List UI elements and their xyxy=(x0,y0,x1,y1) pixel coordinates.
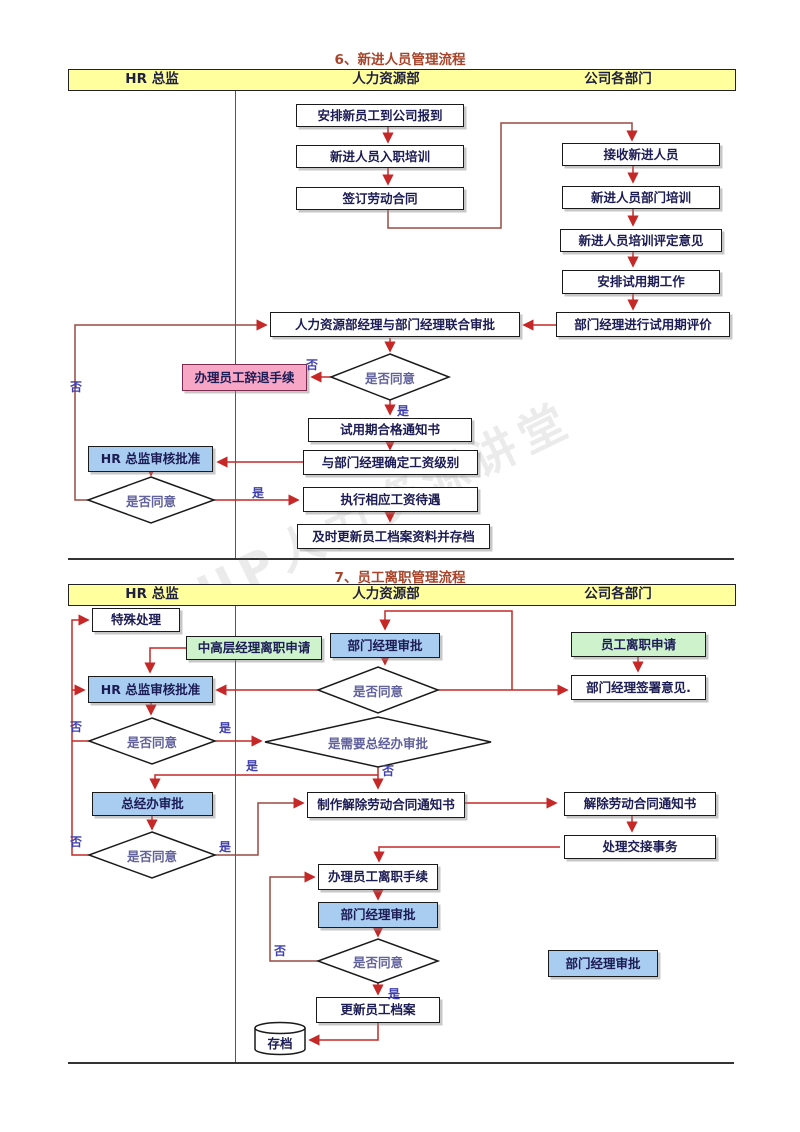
edge-label-no: 否 xyxy=(274,944,287,958)
node-archive-store: 存档 xyxy=(267,1036,293,1051)
node-salary-apply: 执行相应工资待遇 xyxy=(303,487,478,512)
chart2-column-departments: 公司各部门 xyxy=(584,586,652,602)
node-induction-training: 新进人员入职培训 xyxy=(296,145,464,168)
node-training-opinion: 新进人员培训评定意见 xyxy=(560,229,722,252)
chart2-column-hr-dept: 人力资源部 xyxy=(352,586,420,602)
node-sign-contract: 签订劳动合同 xyxy=(296,187,464,210)
node-update-archive: 及时更新员工档案资料并存档 xyxy=(297,524,490,549)
decision-agree-c2-2-label: 是否同意 xyxy=(126,734,177,750)
node-probation-pass-notice: 试用期合格通知书 xyxy=(308,418,472,442)
node-hr-director-approve-2: HR 总监审核批准 xyxy=(88,676,213,703)
node-handover-affairs: 处理交接事务 xyxy=(564,835,716,859)
node-dept-manager-sign-opinion: 部门经理签署意见. xyxy=(571,675,706,700)
node-make-termination-notice: 制作解除劳动合同通知书 xyxy=(307,792,465,818)
edge-label-no: 否 xyxy=(70,835,83,849)
chart2-lane-divider xyxy=(235,604,236,1062)
chart1-column-hr-dept: 人力资源部 xyxy=(352,71,420,87)
chart2-title: 7、员工离职管理流程 xyxy=(334,570,466,586)
chart1-column-hr-director: HR 总监 xyxy=(125,71,179,87)
decision-agree-2-label: 是否同意 xyxy=(125,493,176,509)
node-dismiss-procedure: 办理员工辞退手续 xyxy=(182,364,307,391)
node-dept-manager-approve-mid: 部门经理审批 xyxy=(318,902,438,928)
edge-label-yes: 是 xyxy=(219,840,232,854)
edge-label-yes: 是 xyxy=(397,404,410,418)
node-dept-training: 新进人员部门培训 xyxy=(562,186,720,209)
node-termination-notice: 解除劳动合同通知书 xyxy=(564,792,716,816)
decision-agree-1-label: 是否同意 xyxy=(364,370,415,386)
edge-label-no: 否 xyxy=(70,380,83,394)
node-probation-review: 部门经理进行试用期评价 xyxy=(556,312,730,337)
edge-label-yes: 是 xyxy=(219,721,232,735)
node-update-employee-file: 更新员工档案 xyxy=(316,997,440,1023)
edge-label-no: 否 xyxy=(382,764,395,778)
node-salary-grade: 与部门经理确定工资级别 xyxy=(303,450,478,475)
decision-agree-c2-3-label: 是否同意 xyxy=(126,848,177,864)
node-employee-resign-request: 员工离职申请 xyxy=(571,632,706,657)
node-receive-newcomer: 接收新进人员 xyxy=(562,143,720,166)
node-gm-office-approve: 总经办审批 xyxy=(92,792,213,816)
node-arrange-report: 安排新员工到公司报到 xyxy=(296,104,464,127)
chart2-loop-connectors xyxy=(215,797,318,962)
chart1-bottom-border xyxy=(68,558,734,560)
decision-need-gm-label: 是需要总经办审批 xyxy=(327,735,428,751)
chart1-column-departments: 公司各部门 xyxy=(584,71,652,87)
chart1-title: 6、新进人员管理流程 xyxy=(334,52,466,68)
node-hr-director-approve: HR 总监审核批准 xyxy=(88,446,213,472)
node-special-handling: 特殊处理 xyxy=(92,608,180,632)
edge-label-no: 否 xyxy=(70,720,83,734)
node-senior-manager-resign: 中高层经理离职申请 xyxy=(186,636,322,660)
chart1-lane-divider xyxy=(235,89,236,559)
chart1-header-band xyxy=(68,69,736,91)
chart2-bottom-border xyxy=(68,1062,734,1064)
chart2-column-hr-director: HR 总监 xyxy=(125,586,179,602)
edge-label-yes: 是 xyxy=(252,486,265,500)
node-probation-work: 安排试用期工作 xyxy=(562,270,720,294)
node-dept-manager-approve-top: 部门经理审批 xyxy=(330,633,440,658)
edge-label-no: 否 xyxy=(306,358,319,372)
node-joint-approval: 人力资源部经理与部门经理联合审批 xyxy=(270,312,520,337)
node-resign-formalities: 办理员工离职手续 xyxy=(318,864,438,890)
chart2-header-band xyxy=(68,584,736,606)
edge-label-yes: 是 xyxy=(246,759,259,773)
edge-label-yes: 是 xyxy=(388,987,401,1001)
node-dept-manager-approve-right: 部门经理审批 xyxy=(548,950,658,977)
decision-agree-c2-1-label: 是否同意 xyxy=(352,683,403,699)
decision-agree-c2-4-label: 是否同意 xyxy=(352,954,403,970)
